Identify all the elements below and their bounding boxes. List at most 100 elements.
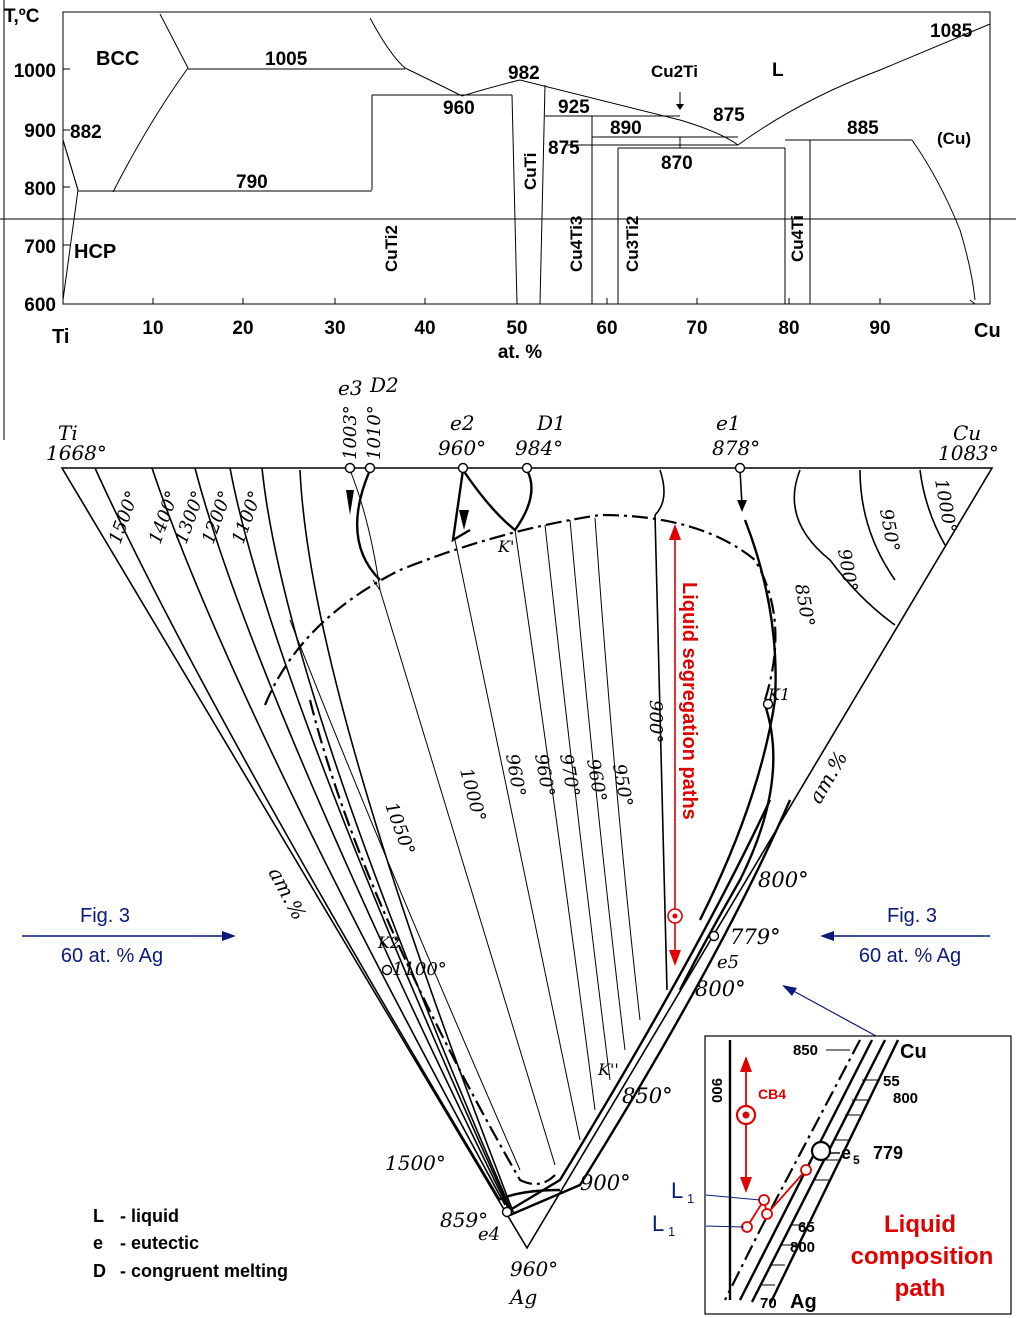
- temp-982: 982: [508, 63, 540, 84]
- side-label-left: ат.%: [264, 863, 312, 924]
- inset-e5-sub: 5: [853, 1153, 860, 1167]
- phase-cuti2: CuTi2: [382, 225, 401, 272]
- inset-tick-label-800a: 800: [893, 1090, 918, 1107]
- x-tick-30: 30: [324, 318, 345, 339]
- e1-arrow-head: [737, 500, 747, 512]
- temp-1005: 1005: [265, 49, 308, 70]
- legend-sym-e: e: [93, 1233, 103, 1253]
- inset-path-text-3: path: [895, 1275, 946, 1302]
- bcc-liquidus: [159, 13, 189, 69]
- label-e4: e4: [478, 1224, 500, 1245]
- temp-900: 900°: [580, 1171, 631, 1195]
- point-d1-temp: 984°: [515, 436, 563, 460]
- point-d2-temp: 1010°: [364, 405, 385, 460]
- cu2ti-arrow-head: [676, 104, 684, 110]
- x-tick-80: 80: [778, 318, 799, 339]
- temp-779: 779°: [730, 925, 781, 949]
- temp-1085: 1085: [930, 21, 973, 42]
- gap-boundary-outer: [698, 519, 777, 921]
- curve-d1: [462, 469, 533, 532]
- y-tick-800: 800: [24, 179, 56, 200]
- temp-790: 790: [236, 172, 268, 193]
- binary-diagram: T,ºC 1000 900 800 700 600 10 20 30 40 50…: [0, 0, 1016, 440]
- corner-ti-temp: 1668°: [46, 441, 107, 465]
- y-tick-900: 900: [24, 121, 56, 142]
- inset-pointer-head: [782, 985, 797, 996]
- temp-960: 960: [443, 98, 475, 119]
- label-k-prime: K': [497, 537, 514, 556]
- inset-tick-label-65: 65: [798, 1219, 815, 1236]
- y-tick-1000: 1000: [14, 61, 56, 82]
- segregation-label: Liquid segregation paths: [678, 582, 700, 820]
- fig-ref-right-arrow-head: [820, 931, 834, 941]
- inset-e5-temp: 779: [873, 1143, 903, 1163]
- cu4ti-field: [784, 140, 811, 304]
- right-isotherms: [654, 469, 946, 626]
- fig-ref-right: Fig. 3 60 at. % Ag: [820, 905, 990, 967]
- inset-l1-pointer-a: [705, 1194, 761, 1201]
- fig-ref-left-line2: 60 at. % Ag: [61, 945, 163, 967]
- region-liquid: L: [772, 60, 784, 81]
- x-axis-label: at. %: [498, 342, 542, 363]
- temp-850: 850°: [622, 1084, 673, 1108]
- segregation-line: [654, 514, 668, 991]
- inset-cb4-label: CB4: [758, 1086, 786, 1102]
- segregation-path: Liquid segregation paths: [667, 524, 700, 966]
- corner-ti-name: Ti: [58, 421, 78, 445]
- legend-desc-d: - congruent melting: [120, 1261, 288, 1281]
- inset-line-c: [768, 1039, 900, 1305]
- inset-tick-label-850: 850: [793, 1042, 818, 1059]
- x-tick-70: 70: [686, 318, 707, 339]
- point-e1-name: e1: [716, 411, 741, 435]
- inset-dashdot: [724, 1039, 861, 1301]
- inset-cb4-arrow-up: [740, 1056, 752, 1072]
- iso-900-mid: 900°: [645, 700, 666, 743]
- point-d2: [364, 462, 376, 474]
- cuti-field: [511, 84, 546, 305]
- inset-frame: [704, 1035, 1012, 1315]
- corner-ag-temp: 960°: [510, 1257, 558, 1281]
- liquidus-left: [369, 17, 463, 97]
- gap-boundary-right: [678, 704, 775, 991]
- point-e3-temp: 1003°: [340, 405, 361, 460]
- segregation-start-inner: [672, 913, 678, 919]
- iso-1000-mid: 1000°: [455, 766, 489, 824]
- point-e1: [734, 462, 746, 474]
- gap-left-lower: [308, 699, 556, 1186]
- side-label-right: ат.%: [804, 747, 853, 808]
- cu-corner: [969, 299, 990, 305]
- mid-isotherms: [289, 517, 641, 1171]
- temp-875-left: 875: [548, 138, 580, 159]
- iso-960-b: 960°: [530, 752, 558, 798]
- temp-800-upper: 800°: [758, 868, 809, 892]
- inset: Cu Ag 850 55 800 65 800 70 900 CB4 e 5 7…: [652, 1035, 1012, 1315]
- ternary-points: [344, 462, 774, 1218]
- e1-arrow-line: [739, 469, 743, 506]
- label-k2: K2: [377, 933, 400, 952]
- iso-960-c: 960°: [582, 757, 610, 803]
- temp-800-lower: 800°: [695, 977, 746, 1001]
- inset-e5-point: [810, 1140, 832, 1162]
- point-d2-name: D2: [369, 373, 399, 397]
- x-tick-50: 50: [506, 318, 527, 339]
- x-tick-40: 40: [414, 318, 435, 339]
- legend-desc-l: - liquid: [120, 1206, 179, 1226]
- temp-859: 859°: [440, 1208, 488, 1232]
- inset-tick-label-70: 70: [760, 1295, 777, 1312]
- phase-cuti: CuTi: [521, 153, 540, 190]
- fig-ref-left-line1: Fig. 3: [80, 905, 130, 927]
- iso-950-mid: 950°: [608, 762, 636, 808]
- iso-960-a: 960°: [501, 752, 529, 798]
- binary-ticks: [63, 68, 881, 304]
- y-axis-label: T,ºC: [4, 6, 40, 27]
- region-cu: (Cu): [937, 129, 971, 148]
- y-tick-700: 700: [24, 237, 56, 258]
- curve-e2: [451, 469, 471, 543]
- inset-tick-label-55: 55: [883, 1073, 900, 1090]
- temp-925: 925: [558, 97, 590, 118]
- legend-sym-d: D: [93, 1261, 106, 1281]
- fig-ref-right-line2: 60 at. % Ag: [859, 945, 961, 967]
- inset-e5-label: e: [841, 1143, 851, 1163]
- left-isotherms: [94, 467, 515, 1215]
